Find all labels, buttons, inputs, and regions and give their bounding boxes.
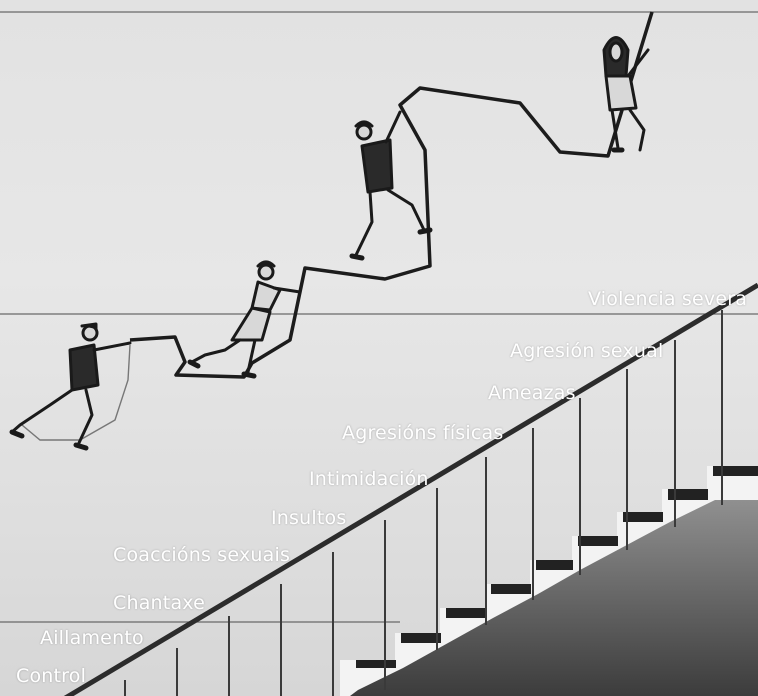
step-label-aillamento: Aillamento [40, 629, 144, 648]
climber-figure-3 [352, 112, 430, 258]
climber-figure-4 [604, 38, 648, 151]
climber-figure-1 [12, 324, 130, 448]
step-label-insultos: Insultos [271, 509, 346, 528]
step-label-coaccions-sexuais: Coaccións sexuais [113, 546, 290, 565]
step-label-ameazas: Ameazas [488, 384, 576, 403]
rope [130, 12, 652, 377]
step-label-intimidacion: Intimidación [309, 470, 429, 489]
climber-figure-2 [190, 262, 300, 376]
step-label-violencia-severa: Violencia severa [588, 290, 747, 309]
step-label-agresions-fisicas: Agresións físicas [342, 424, 503, 443]
step-label-chantaxe: Chantaxe [113, 594, 205, 613]
step-label-agresion-sexual: Agresión sexual [510, 342, 664, 361]
step-label-control: Control [16, 667, 86, 686]
